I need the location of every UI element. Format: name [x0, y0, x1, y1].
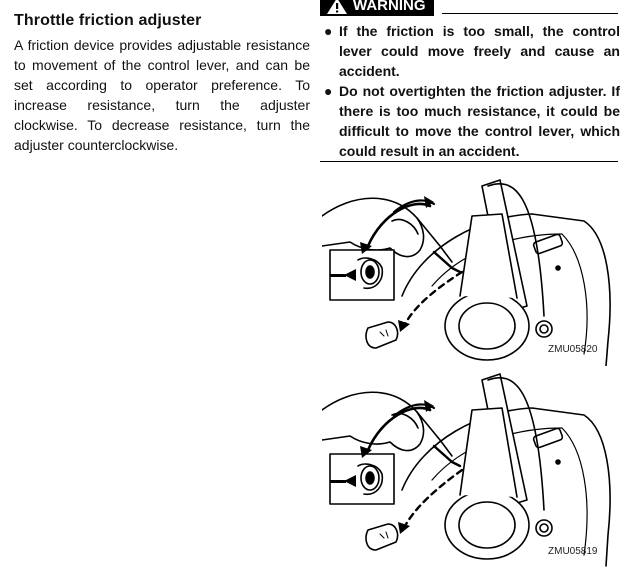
- warning-header: WARNING: [320, 0, 620, 18]
- friction-adjuster-section: Throttle friction adjuster A friction de…: [14, 12, 310, 155]
- warning-box: WARNING ● If the friction is too small, …: [320, 0, 620, 162]
- warning-list: ● If the friction is too small, the cont…: [320, 21, 620, 161]
- section-body-text: A friction device provides adjustable re…: [14, 37, 310, 153]
- figure-code-label: ZMU05819: [548, 546, 598, 557]
- warning-label: WARNING: [353, 0, 426, 14]
- bullet-icon: ●: [324, 23, 333, 39]
- warning-bottom-rule: [320, 161, 618, 162]
- warning-top-rule: [442, 13, 618, 14]
- warning-item: ● Do not overtighten the friction adjust…: [320, 81, 620, 161]
- section-title: Throttle friction adjuster: [14, 12, 202, 29]
- warning-item: ● If the friction is too small, the cont…: [320, 21, 620, 81]
- figure-code-label: ZMU05820: [548, 344, 598, 355]
- figure-adjuster-decrease: ZMU05819: [321, 370, 622, 568]
- warning-label-box: WARNING: [320, 0, 434, 16]
- bullet-icon: ●: [324, 83, 333, 99]
- warning-item-text: Do not overtighten the friction adjuster…: [339, 83, 620, 159]
- warning-triangle-icon: [326, 0, 348, 15]
- control-box-illustration: ZMU05819: [321, 373, 611, 567]
- warning-item-text: If the friction is too small, the contro…: [339, 23, 620, 79]
- control-box-illustration: ZMU05820: [321, 179, 611, 367]
- figure-adjuster-increase: ZMU05820: [321, 176, 622, 367]
